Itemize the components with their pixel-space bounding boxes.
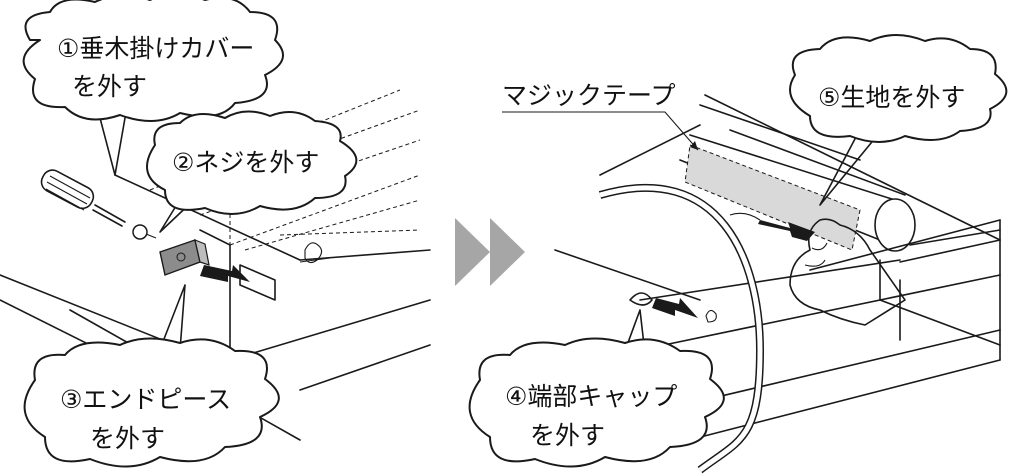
double-chevron-right-icon [455, 218, 525, 286]
velcro-label: マジックテープ [502, 81, 676, 110]
push-arrow [200, 265, 250, 282]
step4-text-line2: を外す [530, 421, 605, 450]
velcro-label-group: マジックテープ [502, 81, 699, 151]
screw-icon [132, 224, 157, 240]
callout-step-2: ②ネジを外す [146, 110, 358, 233]
hand-icon [789, 218, 906, 326]
step3-text-line2: を外す [90, 424, 165, 453]
callout-step-4: ④端部キャップ を外す [468, 309, 725, 468]
step4-text-line1: ④端部キャップ [505, 382, 677, 411]
cap-push-arrow [652, 298, 698, 318]
step5-text: ⑤生地を外す [818, 83, 965, 112]
step3-text-line1: ③エンドピース [60, 385, 231, 414]
step1-text-line2: を外す [72, 72, 147, 101]
pull-arrow [758, 220, 815, 241]
callout-step-1: ①垂木掛けカバー を外す [22, 0, 284, 176]
end-piece-part [159, 239, 210, 276]
right-panel [554, 94, 1001, 474]
callout-step-3: ③エンドピース を外す [23, 284, 280, 468]
callout-step-5: ⑤生地を外す [789, 34, 1008, 206]
screwdriver-icon [40, 169, 126, 227]
step1-text-line1: ①垂木掛けカバー [57, 34, 254, 63]
step2-text: ②ネジを外す [172, 148, 319, 177]
